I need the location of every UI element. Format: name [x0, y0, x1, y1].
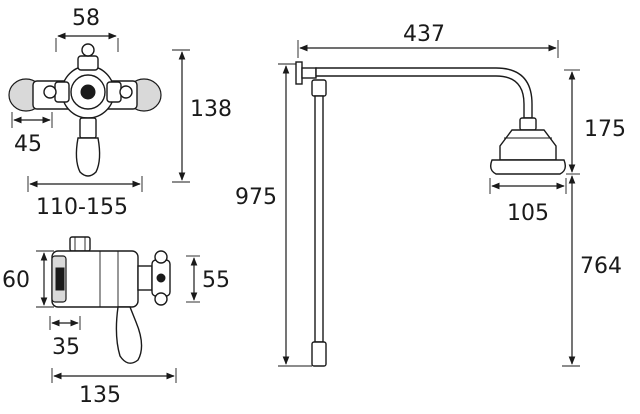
- dim-side-depth: 55: [186, 255, 230, 303]
- dim-head-diameter-label: 105: [507, 201, 549, 226]
- dim-top-width: 58: [55, 6, 119, 52]
- dim-side-height: 60: [2, 250, 54, 308]
- dim-riser-height: 975: [235, 63, 312, 367]
- dim-head-to-floor: 764: [562, 175, 622, 367]
- dim-arm-length: 437: [297, 22, 559, 58]
- valve-side-view: [51, 236, 171, 364]
- dim-handle-offset: 45: [11, 112, 53, 157]
- shower-riser-assembly: [295, 61, 567, 367]
- dim-top-width-label: 58: [72, 6, 100, 31]
- dim-head-drop: 175: [564, 69, 626, 175]
- dim-arm-length-label: 437: [403, 22, 445, 47]
- dim-body-span-label: 110-155: [36, 195, 128, 220]
- valve-front-view: [8, 43, 162, 177]
- dim-body-span: 110-155: [27, 176, 143, 220]
- dim-side-width: 135: [51, 368, 177, 408]
- dim-riser-height-label: 975: [235, 185, 277, 210]
- dim-body-height-label: 138: [190, 97, 232, 122]
- dim-body-height: 138: [172, 49, 232, 183]
- dim-handle-offset-label: 45: [14, 132, 42, 157]
- dim-side-depth-label: 55: [202, 268, 230, 293]
- dim-side-width-label: 135: [79, 383, 121, 408]
- dim-head-diameter: 105: [489, 178, 567, 226]
- dim-side-offset: 35: [49, 316, 81, 360]
- dim-head-drop-label: 175: [584, 117, 626, 142]
- dim-side-height-label: 60: [2, 268, 30, 293]
- dim-head-to-floor-label: 764: [580, 254, 622, 279]
- dim-side-offset-label: 35: [52, 335, 80, 360]
